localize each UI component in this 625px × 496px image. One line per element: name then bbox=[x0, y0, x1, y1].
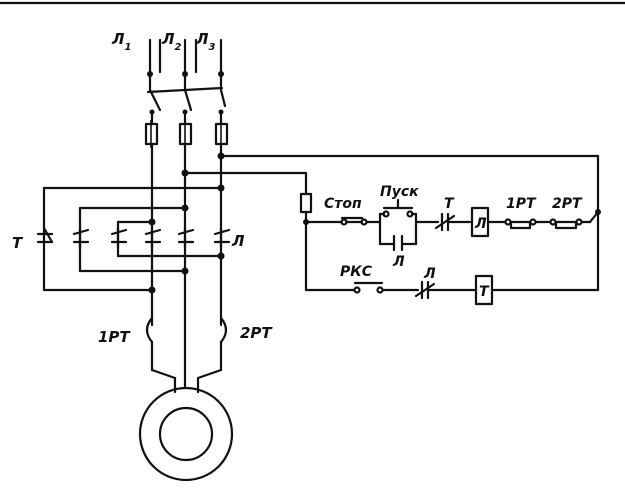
fuses bbox=[144, 110, 229, 148]
phase-conductors bbox=[150, 142, 223, 390]
label-ctrl-relay-2: 2РТ bbox=[552, 196, 583, 212]
label-ctrl-t: Т bbox=[444, 196, 455, 212]
label-power-l: Л bbox=[231, 232, 245, 250]
label-phase-1: Л1 bbox=[111, 30, 131, 53]
label-relay-2: 2РТ bbox=[240, 324, 273, 342]
motor bbox=[138, 386, 234, 482]
label-ctrl-relay-1: 1РТ bbox=[506, 196, 537, 212]
label-relay-1: 1РТ bbox=[98, 328, 131, 346]
control-circuit bbox=[183, 154, 601, 306]
contacts-t bbox=[36, 226, 128, 250]
label-rks-l: Л bbox=[423, 266, 436, 282]
label-stop: Стоп bbox=[324, 196, 362, 212]
label-coil-t: Т bbox=[479, 284, 490, 300]
thermal-heaters bbox=[145, 316, 228, 394]
label-coil-l: Л bbox=[474, 216, 487, 232]
supply-terminals bbox=[147, 38, 224, 77]
label-hold-l: Л bbox=[392, 254, 405, 270]
reversing-wiring bbox=[42, 186, 223, 292]
label-rks: РКС bbox=[340, 264, 373, 280]
labels: Л1 Л2 Л3 Т Л 1РТ 2РТ Стоп Пуск Т Л Л 1РТ… bbox=[12, 30, 583, 346]
label-phase-2: Л2 bbox=[161, 30, 181, 53]
label-phase-3: Л3 bbox=[195, 30, 215, 53]
label-start: Пуск bbox=[380, 184, 419, 200]
label-power-t: Т bbox=[12, 234, 24, 252]
main-switch bbox=[146, 72, 227, 115]
contacts-l bbox=[144, 226, 231, 250]
